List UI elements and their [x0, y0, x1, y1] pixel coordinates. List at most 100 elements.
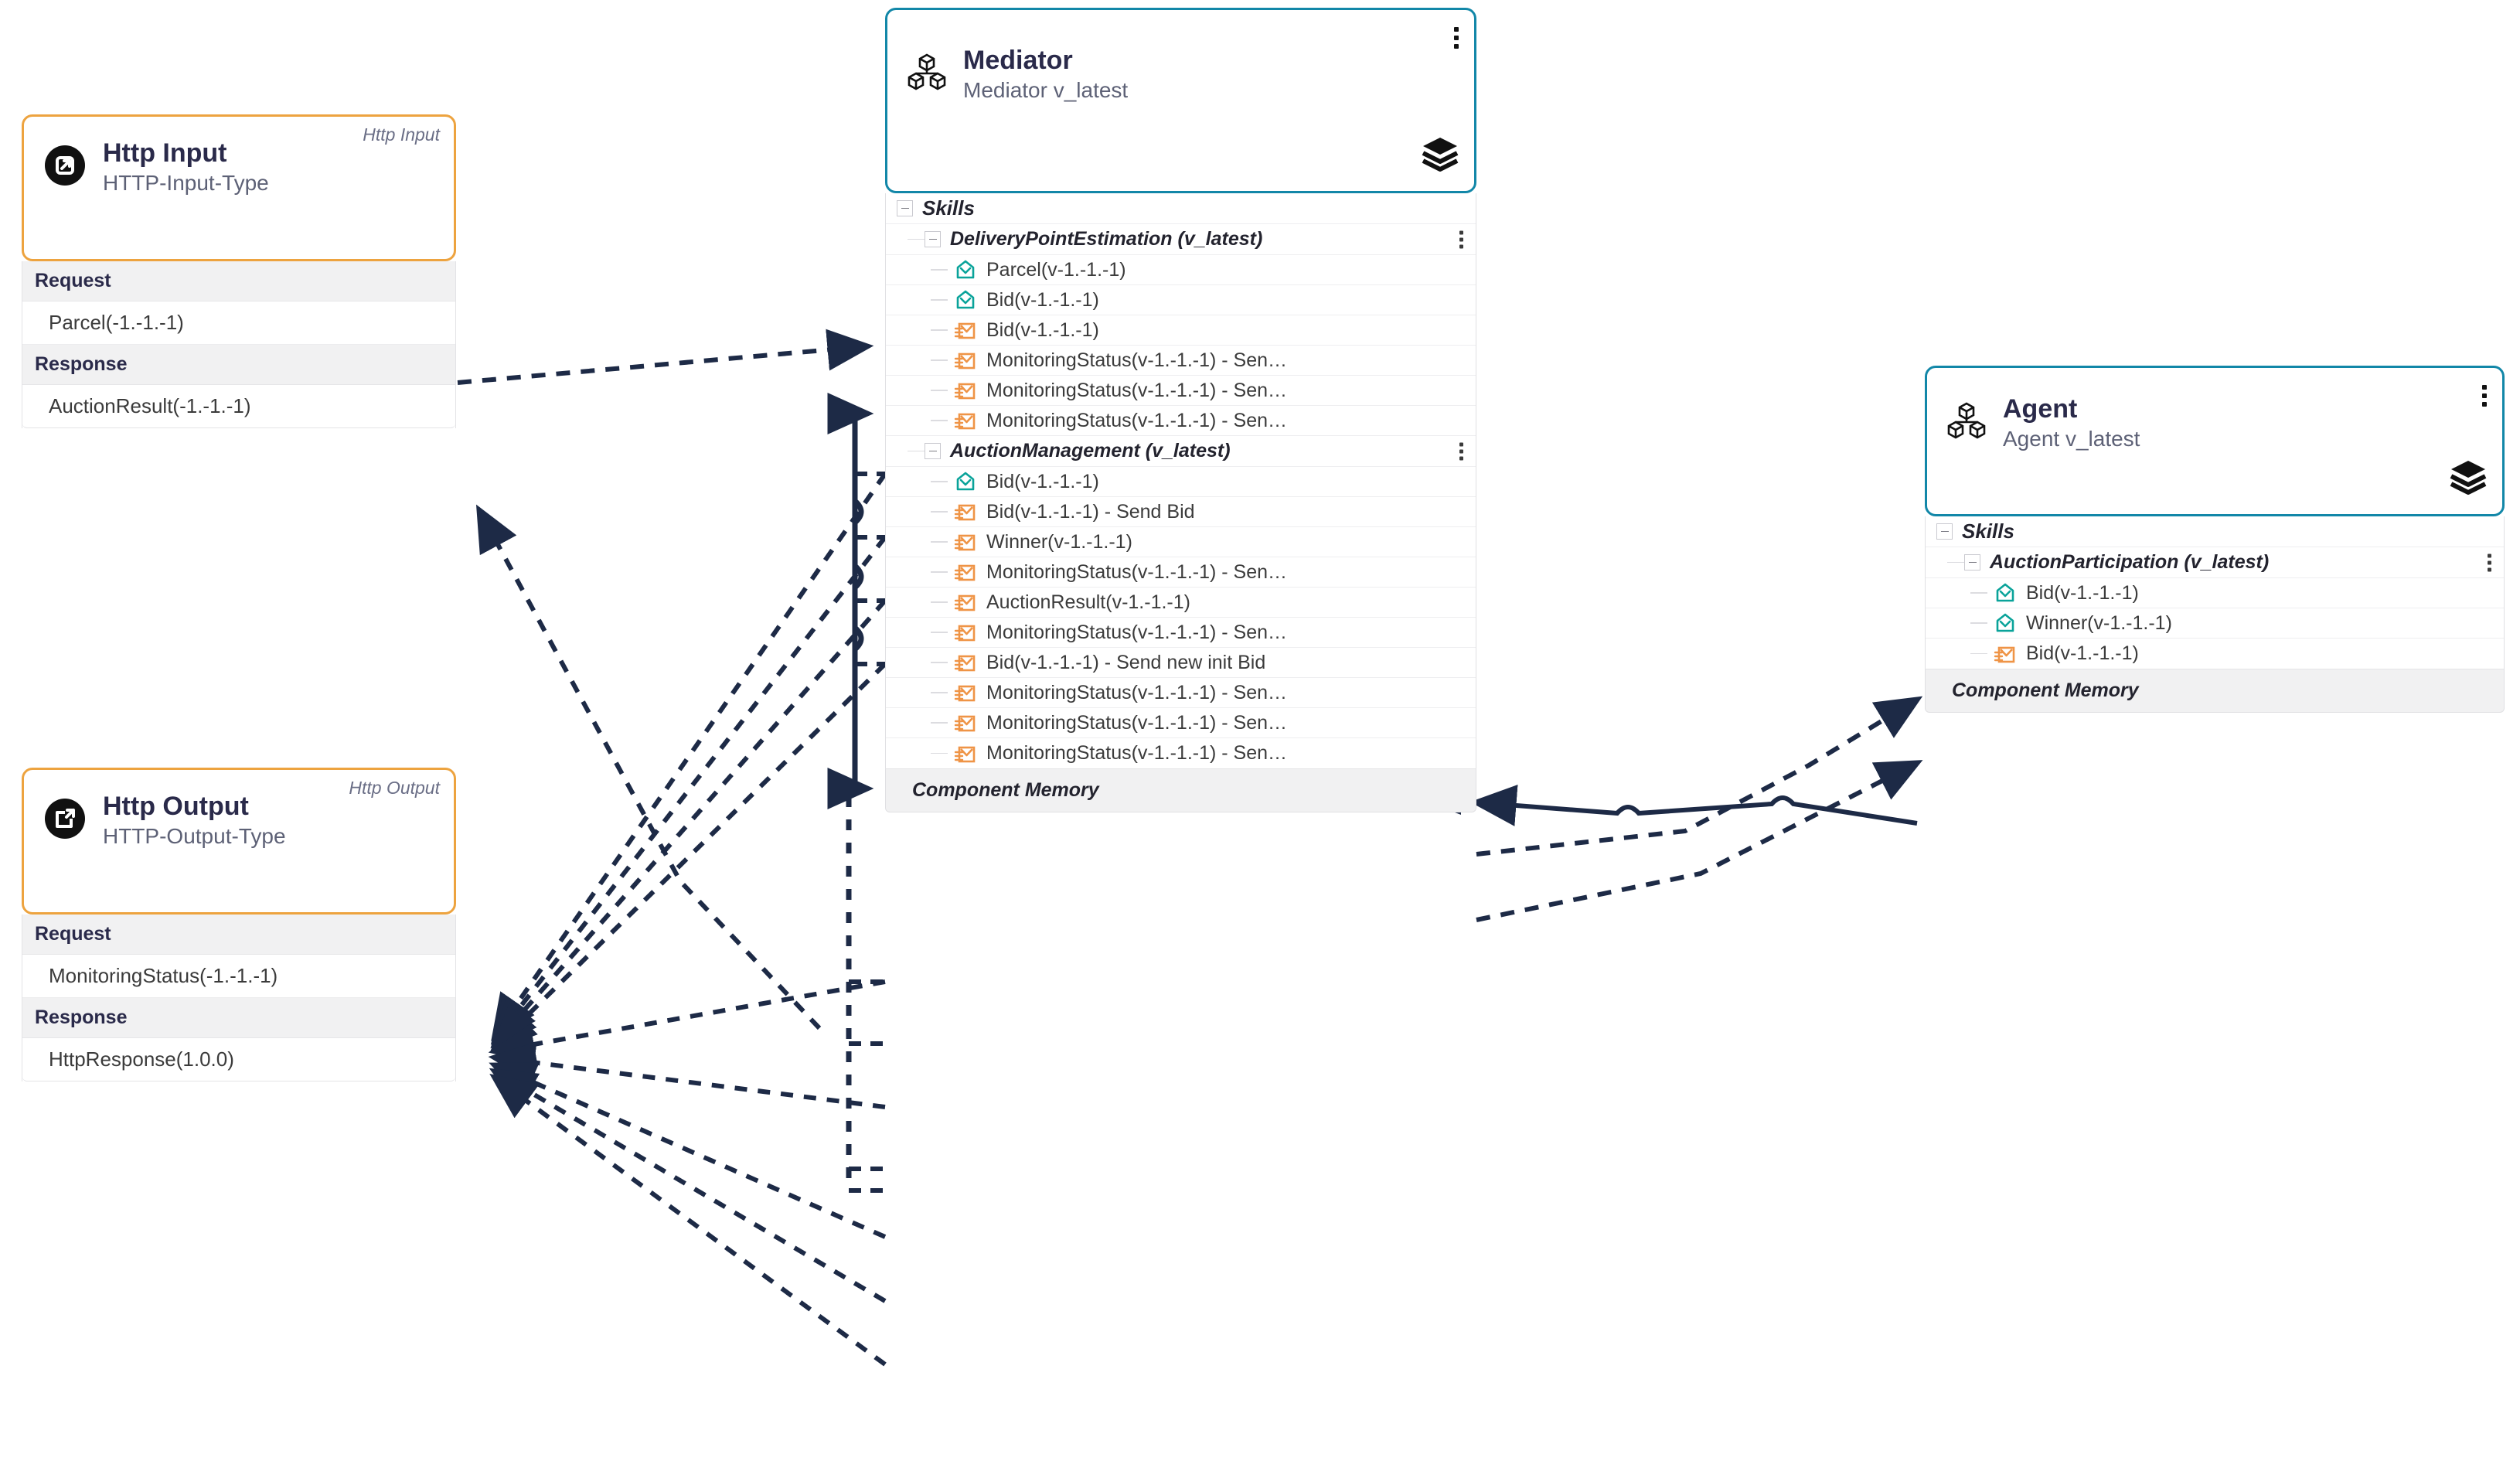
mediator-group-1-toggle-icon[interactable] — [925, 443, 941, 459]
mediator-group-0-kebab-menu-icon[interactable] — [1459, 230, 1463, 248]
wire-parcel-to-mediator — [457, 329, 874, 385]
mediator-component-memory[interactable]: Component Memory — [885, 768, 1476, 812]
agent-layers-icon[interactable] — [2448, 456, 2488, 500]
mediator-item-g1-9[interactable]: MonitoringStatus(v-1.-1.-1) - Sen… — [886, 738, 1476, 768]
http-input-title: Http Input — [103, 138, 227, 168]
mediator-item-g1-7-label: MonitoringStatus(v-1.-1.-1) - Sen… — [986, 681, 1288, 703]
mediator-layers-icon[interactable] — [1420, 133, 1460, 177]
http-output-request-value[interactable]: MonitoringStatus(-1.-1.-1) — [22, 955, 455, 998]
agent-group-0-kebab-menu-icon[interactable] — [2488, 553, 2491, 571]
mediator-tree: Skills DeliveryPointEstimation (v_latest… — [885, 193, 1476, 768]
http-input-request-value[interactable]: Parcel(-1.-1.-1) — [22, 301, 455, 345]
mediator-card[interactable]: Mediator Mediator v_latest Skills — [885, 8, 1476, 812]
mediator-item-g1-5-label: MonitoringStatus(v-1.-1.-1) - Sen… — [986, 621, 1288, 643]
mediator-item-g0-4[interactable]: MonitoringStatus(v-1.-1.-1) - Sen… — [886, 376, 1476, 406]
mediator-item-g0-1-label: Bid(v-1.-1.-1) — [986, 288, 1099, 311]
wire-monitoring-3-to-output — [490, 599, 887, 1049]
http-input-header[interactable]: Http Input Http Input HTTP-Input-Type — [22, 114, 456, 261]
mediator-group-1-kebab-menu-icon[interactable] — [1459, 442, 1463, 460]
agent-group-0-toggle-icon[interactable] — [1964, 554, 1980, 571]
http-output-request-label: Request — [22, 915, 455, 955]
mediator-skills-row[interactable]: Skills — [886, 193, 1476, 224]
agent-card[interactable]: Agent Agent v_latest Skills — [1925, 366, 2505, 713]
mediator-skills-toggle-icon[interactable] — [897, 200, 913, 216]
http-output-subtitle: HTTP-Output-Type — [103, 824, 286, 849]
wire-monitoring-1-to-output — [491, 472, 887, 1041]
wire-winner-to-agent-winner — [1476, 760, 1923, 922]
wire-agent-bid-to-mediator — [1469, 785, 1918, 826]
message-out-icon — [1994, 642, 2017, 666]
http-output-title: Http Output — [103, 792, 249, 821]
mediator-group-0-label: DeliveryPointEstimation (v_latest) — [950, 228, 1263, 250]
agent-skills-row[interactable]: Skills — [1926, 516, 2504, 547]
mediator-item-g1-0[interactable]: Bid(v-1.-1.-1) — [886, 467, 1476, 497]
message-out-icon — [954, 681, 977, 704]
mediator-group-0-toggle-icon[interactable] — [925, 231, 941, 247]
message-in-icon — [954, 470, 977, 493]
agent-item-g0-0[interactable]: Bid(v-1.-1.-1) — [1926, 578, 2504, 608]
http-input-response-label: Response — [22, 345, 455, 385]
agent-kebab-menu-icon[interactable] — [2482, 385, 2487, 407]
mediator-group-auction-management[interactable]: AuctionManagement (v_latest) — [886, 436, 1476, 467]
agent-skills-toggle-icon[interactable] — [1936, 523, 1953, 540]
message-out-icon — [954, 711, 977, 734]
http-output-response-value[interactable]: HttpResponse(1.0.0) — [22, 1038, 455, 1081]
http-input-response-value[interactable]: AuctionResult(-1.-1.-1) — [22, 385, 455, 428]
http-output-kind-label: Http Output — [349, 778, 440, 798]
message-in-icon — [954, 288, 977, 312]
message-out-icon — [954, 742, 977, 765]
agent-title: Agent — [2003, 394, 2078, 424]
agent-component-memory[interactable]: Component Memory — [1925, 669, 2505, 713]
mediator-item-g1-5[interactable]: MonitoringStatus(v-1.-1.-1) - Sen… — [886, 618, 1476, 648]
mediator-item-g0-1[interactable]: Bid(v-1.-1.-1) — [886, 285, 1476, 315]
mediator-item-g1-2[interactable]: Winner(v-1.-1.-1) — [886, 527, 1476, 557]
agent-item-g0-1[interactable]: Winner(v-1.-1.-1) — [1926, 608, 2504, 639]
mediator-item-g1-3-label: MonitoringStatus(v-1.-1.-1) - Sen… — [986, 560, 1288, 583]
http-output-header[interactable]: Http Output Http Output HTTP-Output-Type — [22, 768, 456, 915]
agent-group-auction-participation[interactable]: AuctionParticipation (v_latest) — [1926, 547, 2504, 578]
mediator-group-1-label: AuctionManagement (v_latest) — [950, 440, 1231, 462]
agent-item-g0-2[interactable]: Bid(v-1.-1.-1) — [1926, 639, 2504, 669]
http-output-card[interactable]: Http Output Http Output HTTP-Output-Type… — [22, 768, 456, 1081]
mediator-item-g0-2-label: Bid(v-1.-1.-1) — [986, 318, 1099, 341]
mediator-item-g0-2[interactable]: Bid(v-1.-1.-1) — [886, 315, 1476, 346]
mediator-item-g0-0-label: Parcel(v-1.-1.-1) — [986, 258, 1126, 281]
mediator-item-g1-3[interactable]: MonitoringStatus(v-1.-1.-1) - Sen… — [886, 557, 1476, 588]
mediator-item-g1-6[interactable]: Bid(v-1.-1.-1) - Send new init Bid — [886, 648, 1476, 678]
mediator-item-g1-1-label: Bid(v-1.-1.-1) - Send Bid — [986, 500, 1195, 523]
agent-item-g0-0-label: Bid(v-1.-1.-1) — [2026, 581, 2139, 604]
mediator-item-g0-5[interactable]: MonitoringStatus(v-1.-1.-1) - Sen… — [886, 406, 1476, 436]
message-in-icon — [954, 258, 977, 281]
mediator-kebab-menu-icon[interactable] — [1454, 27, 1459, 49]
agent-skills-label: Skills — [1962, 519, 2014, 543]
wire-auctionresult-to-input — [475, 504, 822, 1030]
message-out-icon — [954, 349, 977, 372]
mediator-item-g0-5-label: MonitoringStatus(v-1.-1.-1) - Sen… — [986, 409, 1288, 431]
wire-monitoring-8-to-output — [489, 1068, 887, 1303]
mediator-item-g1-1[interactable]: Bid(v-1.-1.-1) - Send Bid — [886, 497, 1476, 527]
wire-monitoring-5-to-output — [488, 979, 886, 1065]
mediator-item-g1-8-label: MonitoringStatus(v-1.-1.-1) - Sen… — [986, 711, 1288, 734]
mediator-header[interactable]: Mediator Mediator v_latest — [885, 8, 1476, 193]
mediator-item-g0-3-label: MonitoringStatus(v-1.-1.-1) - Sen… — [986, 349, 1288, 371]
mediator-item-g1-7[interactable]: MonitoringStatus(v-1.-1.-1) - Sen… — [886, 678, 1476, 708]
agent-header[interactable]: Agent Agent v_latest — [1925, 366, 2505, 516]
message-in-icon — [1994, 611, 2017, 635]
mediator-item-g1-4[interactable]: AuctionResult(v-1.-1.-1) — [886, 588, 1476, 618]
mediator-item-g1-9-label: MonitoringStatus(v-1.-1.-1) - Sen… — [986, 742, 1288, 764]
mediator-item-g0-3[interactable]: MonitoringStatus(v-1.-1.-1) - Sen… — [886, 346, 1476, 376]
http-input-kind-label: Http Input — [363, 124, 440, 145]
wire-monitoring-7-to-output — [489, 1062, 887, 1239]
agent-group-0-label: AuctionParticipation (v_latest) — [1990, 551, 2270, 573]
mediator-group-delivery-point-estimation[interactable]: DeliveryPointEstimation (v_latest) — [886, 224, 1476, 255]
http-input-card[interactable]: Http Input Http Input HTTP-Input-Type Re… — [22, 114, 456, 428]
mediator-item-g1-8[interactable]: MonitoringStatus(v-1.-1.-1) - Sen… — [886, 708, 1476, 738]
agent-component-cubes-icon — [1944, 399, 1989, 448]
wire-monitoring-6-to-output — [488, 1041, 886, 1109]
mediator-subtitle: Mediator v_latest — [963, 78, 1129, 103]
mediator-item-g0-0[interactable]: Parcel(v-1.-1.-1) — [886, 255, 1476, 285]
wire-monitoring-9-to-output — [489, 1074, 887, 1367]
agent-item-g0-1-label: Winner(v-1.-1.-1) — [2026, 611, 2172, 634]
message-out-icon — [954, 409, 977, 432]
